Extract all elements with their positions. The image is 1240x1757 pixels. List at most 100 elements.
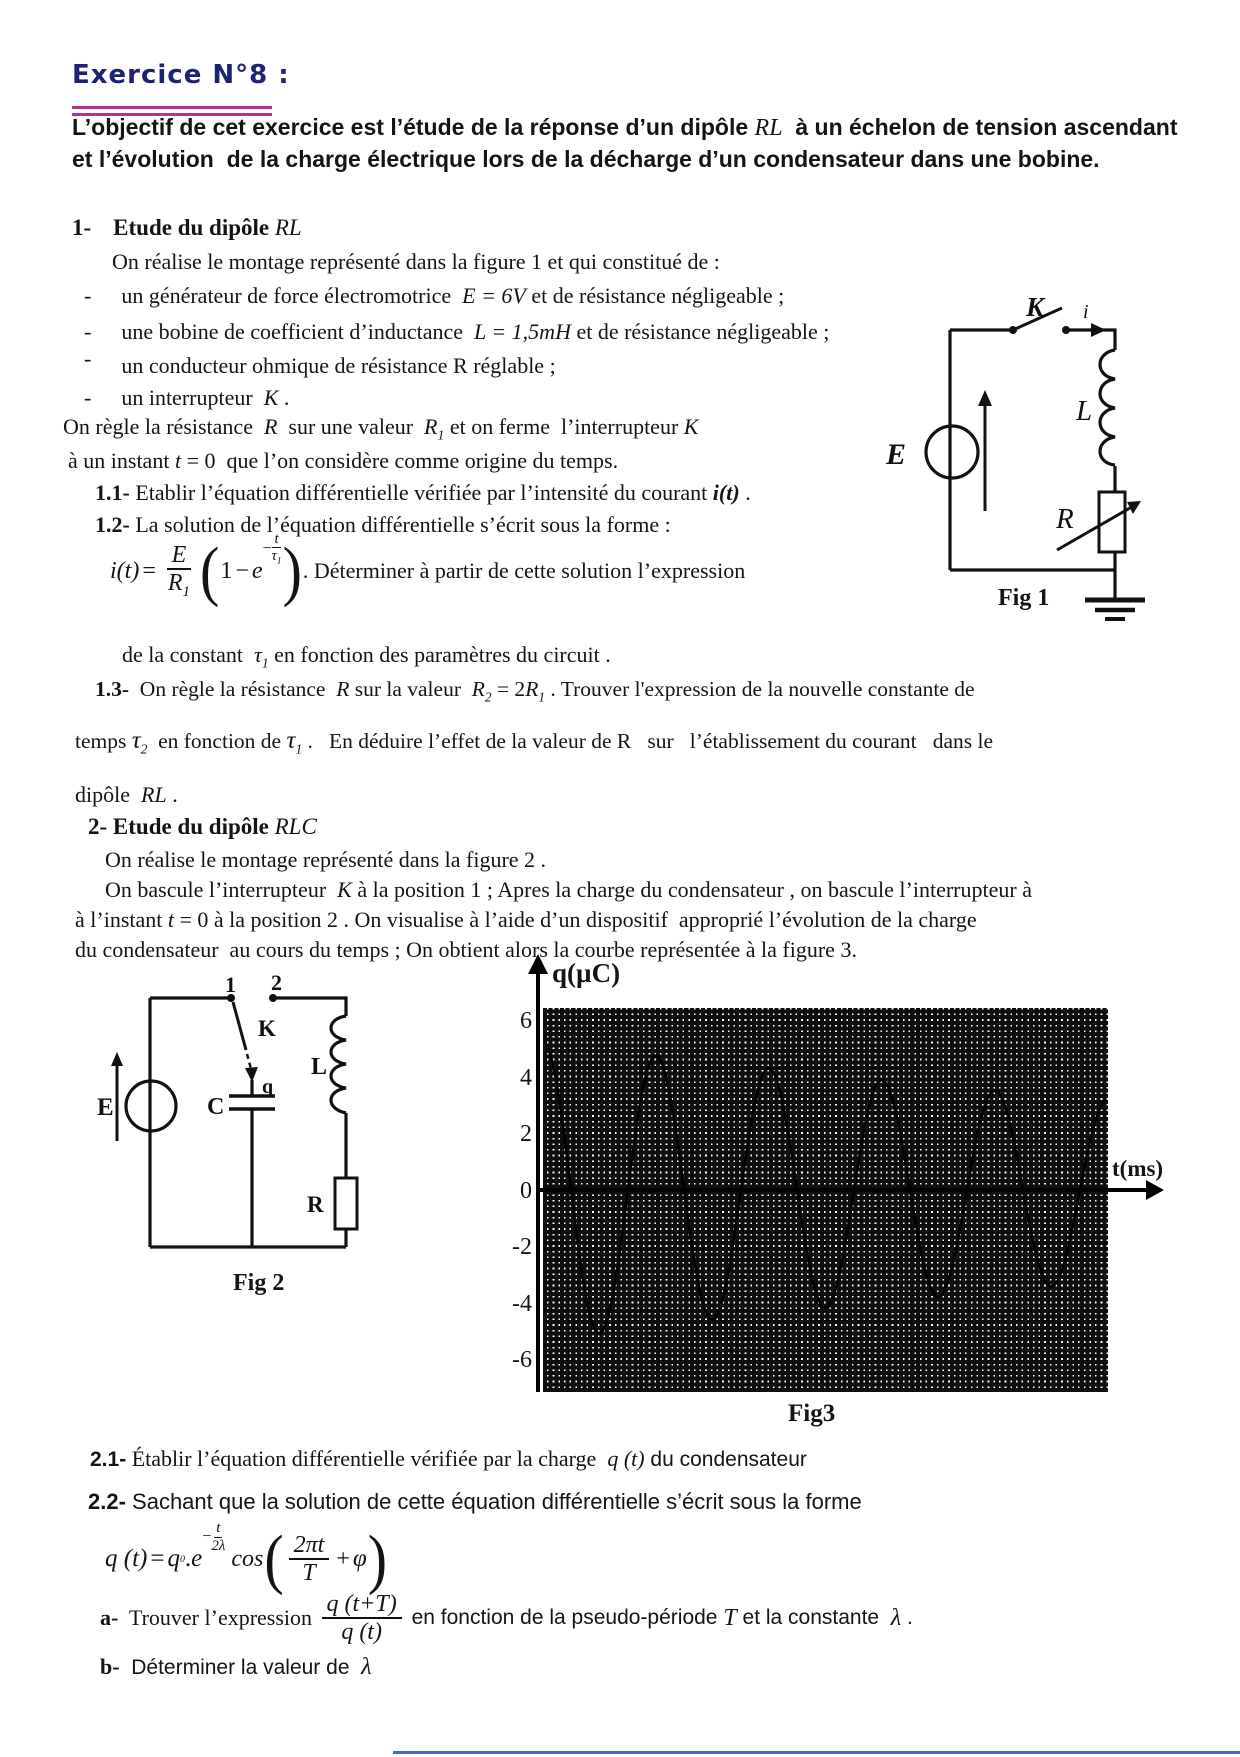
question-2-1: 2.1- Établir l’équation différentielle v… bbox=[90, 1446, 807, 1471]
dash: - bbox=[84, 346, 92, 371]
fig2-label-L: L bbox=[311, 1054, 327, 1080]
y-tick-neg4: -4 bbox=[512, 1291, 532, 1317]
eq2-lhs: q (t) bbox=[105, 1545, 148, 1572]
fig1-label-E: E bbox=[885, 438, 906, 471]
fig3-xlabel: t(ms) bbox=[1112, 1156, 1164, 1181]
section-2-line1: On réalise le montage représenté dans la… bbox=[105, 847, 547, 872]
fig2-caption: Fig 2 bbox=[233, 1270, 285, 1296]
question-1-1: 1.1- Etablir l’équation différentielle v… bbox=[95, 480, 751, 505]
fig1-wires bbox=[948, 328, 1117, 600]
question-1-3-suite: temps τ2 en fonction de τ1 . En déduire … bbox=[75, 727, 994, 757]
fig1-current-arrowhead bbox=[1091, 323, 1106, 337]
fig3-caption: Fig3 bbox=[788, 1400, 836, 1427]
eq1-rparen: ) bbox=[282, 532, 302, 608]
fig1-circuit: K i E L R bbox=[885, 292, 1145, 621]
fig3-curve-layer bbox=[543, 1040, 1108, 1335]
fig1-switch-lever bbox=[1012, 306, 1063, 332]
bottom-blue-rule bbox=[393, 1751, 1240, 1754]
constante-tau1-line: de la constant τ1 en fonction des paramè… bbox=[122, 642, 611, 671]
bullet-interrupteur: -un interrupteur K . bbox=[84, 385, 290, 410]
section-2-line2: On bascule l’interrupteur K à la positio… bbox=[105, 877, 1032, 902]
y-tick-6: 6 bbox=[520, 1008, 532, 1034]
y-tick-4: 4 bbox=[520, 1065, 532, 1091]
y-tick-neg2: -2 bbox=[512, 1234, 532, 1260]
fig3-y-axis-arrowhead bbox=[528, 954, 548, 974]
fig1-resistor-diagonal-arrowhead bbox=[1127, 501, 1141, 514]
fig1-label-K: K bbox=[1025, 292, 1046, 322]
fig2-capacitor-plates bbox=[229, 1094, 275, 1111]
fig2-label-E: E bbox=[97, 1094, 114, 1121]
fig2-circuit: 1 2 K E C q L R bbox=[97, 970, 359, 1249]
fig2-generator-circle bbox=[124, 1079, 178, 1133]
dash: - bbox=[84, 283, 92, 308]
fig2-node-1 bbox=[227, 994, 235, 1002]
fig1-label-R: R bbox=[1055, 503, 1074, 535]
fig3-t-axis-arrowhead bbox=[1146, 1180, 1164, 1200]
fig1-label-i: i bbox=[1083, 301, 1089, 323]
fig2-switch-lever bbox=[231, 1001, 248, 1051]
instant-t0-line: à un instant t = 0 que l’on considère co… bbox=[68, 448, 619, 473]
fig3-t-axis bbox=[538, 1188, 1148, 1192]
fig3-millimeter-grid bbox=[543, 1008, 1108, 1392]
fig2-node-2 bbox=[269, 994, 277, 1002]
section-2-heading: 2- Etude du dipôle RLC bbox=[88, 814, 317, 839]
fig1-variable-resistor bbox=[1097, 490, 1127, 554]
eq2-lparen: ( bbox=[264, 1520, 284, 1596]
fig1-current-direction-arrowhead bbox=[978, 390, 992, 406]
bullet-conducteur: -un conducteur ohmique de résistance R r… bbox=[84, 346, 556, 378]
eq2-rparen: ) bbox=[367, 1520, 388, 1596]
y-tick-2: 2 bbox=[520, 1121, 532, 1147]
intro-post: à un échelon de tension ascendant et l’é… bbox=[72, 114, 1184, 172]
regle-resistance-line: On règle la résistance R sur une valeur … bbox=[63, 414, 699, 443]
bullet-generator: -un générateur de force électromotrice E… bbox=[84, 283, 785, 308]
fig1-resistor-diagonal bbox=[1056, 506, 1131, 552]
section-1-intro-line: On réalise le montage représenté dans la… bbox=[112, 249, 720, 274]
fig2-label-position1: 1 bbox=[225, 972, 236, 997]
title-underline bbox=[72, 106, 272, 116]
question-1-3: 1.3- On règle la résistance R sur la val… bbox=[95, 677, 975, 705]
question-a: a- Trouver l’expression q (t+T)q (t) en … bbox=[100, 1590, 913, 1646]
eq1-tail: . Déterminer à partir de cette solution … bbox=[302, 558, 746, 583]
question-1-2: 1.2- La solution de l’équation différent… bbox=[95, 512, 671, 537]
fig1-caption: Fig 1 bbox=[998, 585, 1050, 611]
fig1-label-L: L bbox=[1075, 395, 1092, 427]
fig1-coil bbox=[1098, 348, 1116, 467]
exercise-title: Exercice N°8 : bbox=[72, 60, 290, 90]
fig2-coil bbox=[329, 1014, 347, 1115]
question-1-3-fin: dipôle RL . bbox=[75, 782, 178, 807]
bullet-bobine: -une bobine de coefficient d’inductance … bbox=[84, 319, 830, 344]
fig2-switch-lever-dashed bbox=[245, 1053, 253, 1070]
fig2-label-K: K bbox=[258, 1016, 276, 1041]
fig3-damped-oscillation-curve bbox=[543, 1040, 1108, 1335]
dash: - bbox=[84, 319, 92, 344]
question-b: b- Déterminer la valeur de λ bbox=[100, 1654, 372, 1680]
fig2-emf-arrowhead bbox=[111, 1052, 123, 1066]
section-2-line3: à l’instant t = 0 à la position 2 . On v… bbox=[75, 907, 977, 932]
fig2-resistor bbox=[333, 1176, 359, 1231]
fig2-label-q: q bbox=[262, 1076, 273, 1098]
fig2-label-position2: 2 bbox=[271, 970, 282, 995]
question-2-2: 2.2- Sachant que la solution de cette éq… bbox=[88, 1489, 862, 1514]
fig1-generator-circle bbox=[924, 424, 980, 480]
y-tick-0: 0 bbox=[520, 1178, 532, 1204]
eq1-lparen: ( bbox=[199, 532, 220, 608]
y-tick-neg6: -6 bbox=[512, 1347, 532, 1373]
fig3-ylabel: q(µC) bbox=[552, 958, 621, 988]
qa-fraction: q (t+T)q (t) bbox=[321, 1591, 402, 1646]
fig2-label-C: C bbox=[207, 1094, 224, 1120]
fig3-y-axis bbox=[536, 972, 540, 1392]
intro-pre: L’objectif de cet exercice est l’étude d… bbox=[72, 114, 755, 140]
fig2-label-R: R bbox=[307, 1192, 324, 1217]
intro-paragraph: L’objectif de cet exercice est l’étude d… bbox=[72, 112, 1184, 175]
fig2-wires bbox=[148, 996, 348, 1249]
dash: - bbox=[84, 385, 92, 410]
section-2-line4: du condensateur au cours du temps ; On o… bbox=[75, 937, 857, 962]
section-1-heading: 1-Etude du dipôle RL bbox=[72, 215, 302, 240]
fig1-switch-node-right bbox=[1062, 326, 1070, 334]
